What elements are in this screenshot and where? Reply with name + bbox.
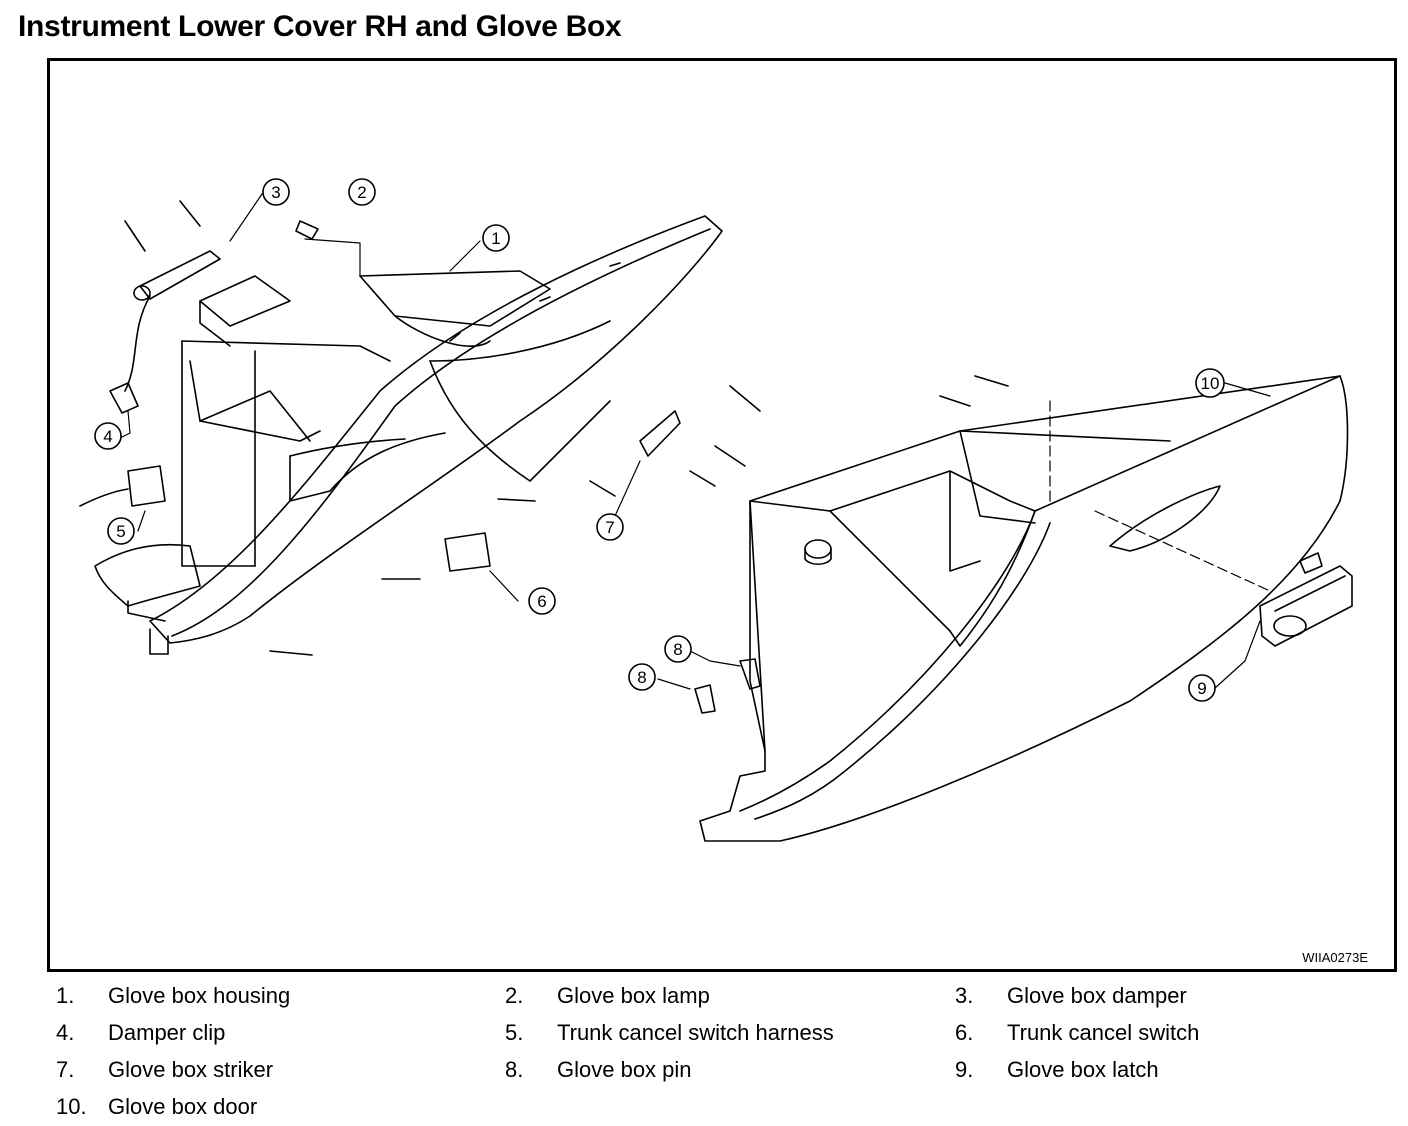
legend-label: Glove box lamp [557,983,710,1008]
svg-text:8: 8 [673,640,682,659]
legend-label: Glove box damper [1007,983,1187,1008]
callout-2: 2 [348,178,376,206]
legend-number: 1. [56,983,75,1008]
callout-8b: 8 [628,663,656,691]
legend-label: Trunk cancel switch [1007,1020,1200,1045]
legend-number: 5. [505,1020,524,1045]
svg-text:1: 1 [491,229,500,248]
legend-number: 4. [56,1020,75,1045]
legend-number: 6. [955,1020,974,1045]
figure-code: WIIA0273E [1302,950,1368,965]
glove-box-housing-drawing [94,215,723,655]
legend-label: Glove box door [108,1094,258,1119]
page-title: Instrument Lower Cover RH and Glove Box [18,10,622,43]
callout-6: 6 [528,587,556,615]
legend-number: 2. [505,983,524,1008]
parts-legend: 1. Glove box housing 2. Glove box lamp 3. G… [0,975,1408,1125]
svg-text:5: 5 [116,522,125,541]
svg-text:10: 10 [1201,374,1220,393]
legend-number: 3. [955,983,974,1008]
glove-box-door-drawing [699,375,1349,842]
callout-10: 10 [1195,368,1225,398]
exploded-diagram: 1 2 3 4 5 6 7 8 8 9 10 WIIA0273E [47,58,1397,972]
svg-text:7: 7 [605,518,614,537]
small-parts-drawing [79,200,1009,714]
legend-label: Trunk cancel switch harness [557,1020,834,1045]
leader-lines [117,193,1271,690]
svg-text:4: 4 [103,427,112,446]
svg-text:6: 6 [537,592,546,611]
callout-5: 5 [107,517,135,545]
callout-9: 9 [1188,674,1216,702]
legend-number: 9. [955,1057,974,1082]
callout-3: 3 [262,178,290,206]
diagram-drawing: 1 2 3 4 5 6 7 8 8 9 10 [79,178,1353,842]
legend-number: 7. [56,1057,75,1082]
callout-7: 7 [596,513,624,541]
legend-number: 10. [56,1094,87,1119]
legend-number: 8. [505,1057,524,1082]
svg-text:8: 8 [637,668,646,687]
glove-box-latch-drawing [1259,552,1353,647]
legend-label: Damper clip [108,1020,226,1045]
svg-text:2: 2 [357,183,366,202]
svg-text:9: 9 [1197,679,1206,698]
legend-label: Glove box striker [108,1057,274,1082]
callout-4: 4 [94,422,122,450]
legend-label: Glove box housing [108,983,291,1008]
legend-label: Glove box pin [557,1057,692,1082]
callout-1: 1 [482,224,510,252]
callout-8a: 8 [664,635,692,663]
legend-label: Glove box latch [1007,1057,1159,1082]
svg-text:3: 3 [271,183,280,202]
